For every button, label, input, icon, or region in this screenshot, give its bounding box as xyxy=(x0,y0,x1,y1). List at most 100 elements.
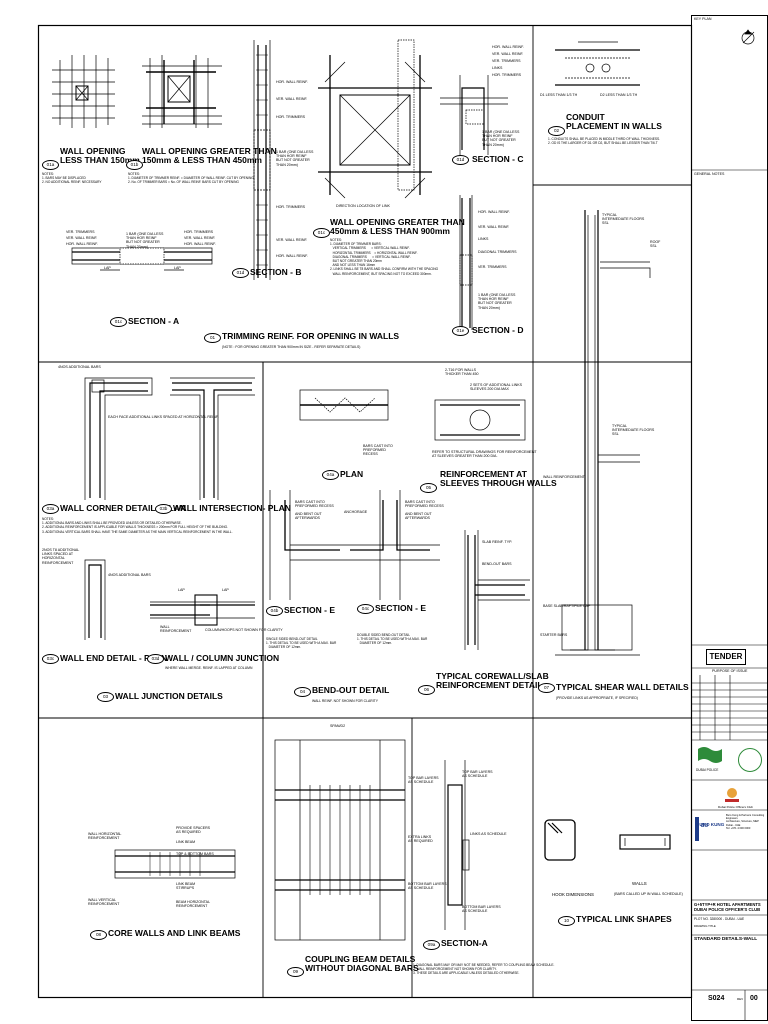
label-cover-note: 1 BAR (ONE DIA LESS THAN HOR REINF BUT N… xyxy=(482,130,520,147)
label-anchorage: ANCHORAGE xyxy=(344,510,368,514)
detail-title-01: TRIMMING REINF. FOR OPENING IN WALLS xyxy=(222,331,400,341)
detail-title-04: BEND-OUT DETAIL xyxy=(312,685,390,695)
client-seal xyxy=(738,748,762,772)
label-sleeve-note: REFER TO STRUCTURAL DRAWINGS FOR REINFOR… xyxy=(432,450,537,459)
detail-bubble-07: 07 xyxy=(538,683,555,693)
detail-bubble-05: 05 xyxy=(420,483,437,493)
label-hor-trimmers-b2: HOR. TRIMMERS xyxy=(276,205,306,209)
detail-bubble-04b: 04b xyxy=(266,606,283,616)
plot-number: PLOT NO. 3280000 - DUBAI - UAE xyxy=(694,917,745,921)
label-walls-note: (BARS CALLED UP IN WALL SCHEDULE) xyxy=(614,892,683,896)
detail-bubble-03d: 03d xyxy=(147,654,164,664)
label-hook-dimensions: HOOK DIMENSIONS xyxy=(552,892,594,897)
label-base-slab: BASE SLAB/RAFT/PILE CAP xyxy=(543,604,591,608)
detail-bubble-section-b: 01d xyxy=(232,268,249,278)
detail-title-07: TYPICAL SHEAR WALL DETAILS xyxy=(556,682,689,692)
svg-text:BU: BU xyxy=(701,823,709,829)
label-hor-trimmers-b: HOR. TRIMMERS xyxy=(276,115,306,119)
label-roof: ROOF SSL xyxy=(650,240,661,249)
detail-title-09a: SECTION-A xyxy=(441,938,488,948)
label-typ-floors2: TYPICAL INTERMEDIATE FLOORS SSL xyxy=(612,424,655,437)
label-hor-reinf-d: HOR. WALL REINF. xyxy=(478,210,510,214)
label-spans: SPAN/D2 xyxy=(330,724,346,728)
detail-bubble-03: 03 xyxy=(97,692,114,702)
detail-title-10: TYPICAL LINK SHAPES xyxy=(576,914,672,924)
detail-title-04c: SECTION - E xyxy=(375,603,427,613)
label-hor-reinf-a2: HOR. WALL REINF. xyxy=(184,242,216,246)
detail-bubble-01c: 01c xyxy=(313,228,330,238)
label-links-d: LINKS xyxy=(478,237,489,241)
drawing-number: S024 xyxy=(708,995,725,1002)
detail-bubble-08: 08 xyxy=(90,930,107,940)
detail-title-03b: WALL INTERSECTION- PLAN xyxy=(173,503,291,513)
label-cover-note-b: 1 BAR (ONE DIA LESS THAN HOR REINF BUT N… xyxy=(276,150,314,167)
label-bottom-bars: BOTTOM BAR LAYERS AS SCHEDULE xyxy=(408,882,447,891)
label-spacers: PROVIDE SPACERS AS REQUIRED xyxy=(176,826,211,835)
label-bottom-bars-a: BOTTOM BAR LAYERS AS SCHEDULE xyxy=(462,905,501,914)
detail-title-03d: WALL / COLUMN JUNCTION xyxy=(165,653,280,663)
label-extra-links: EXTRA LINKS AS REQUIRED xyxy=(408,835,433,844)
label-hor-reinf-b2: HOR. WALL REINF. xyxy=(276,254,308,258)
detail-bubble-section-c: 01d xyxy=(452,155,469,165)
label-slab-reinf: SLAB REINF. TYP. xyxy=(482,540,513,544)
label-wall-reinf-lap: WALL REINFORCEMENT xyxy=(160,625,192,634)
tender-stamp: TENDER xyxy=(706,649,746,665)
label-links-add: 2NOS T8 ADDITIONAL LINKS SPACED AT HORIZ… xyxy=(42,548,80,565)
purpose-label: PURPOSE OF ISSUE xyxy=(712,669,748,673)
detail-bubble-04: 04 xyxy=(294,687,311,697)
junction-notes: NOTES: 1. ADDITIONAL BARS AND LINKS SHAL… xyxy=(42,517,233,534)
drawing-title-label: DRAWING TITLE xyxy=(694,924,716,928)
label-typ-floors: TYPICAL INTERMEDIATE FLOORS SSL xyxy=(602,213,645,226)
label-wall-vertical: WALL VERTICAL REINFORCEMENT xyxy=(88,898,120,907)
client-club: Dubai Police Officers Club xyxy=(718,805,753,809)
client-logo-officers-club xyxy=(722,786,742,804)
detail-title-05: REINFORCEMENT AT SLEEVES THROUGH WALLS xyxy=(440,469,557,488)
detail-notes-04: WALL REINF. NOT SHOWN FOR CLARITY xyxy=(312,699,378,703)
label-beam-horizontal: BEAM HORIZONTAL REINFORCEMENT xyxy=(176,900,211,909)
detail-bubble-09a: 09a xyxy=(423,940,440,950)
label-lap-a2: LAP xyxy=(174,266,181,270)
revision: 00 xyxy=(750,995,758,1002)
label-bent-out-2: AND BENT OUT AFTERWARDS xyxy=(405,512,432,521)
label-ver-reinf-a2: VER. WALL REINF. xyxy=(184,236,216,240)
detail-bubble-section-d: 01e xyxy=(452,326,469,336)
label-ver-reinf-a: VER. WALL REINF. xyxy=(66,236,98,240)
label-bend-out: BARS CAST INTO PREFORMED RECESS xyxy=(363,444,393,457)
label-hor-trimmers-a: HOR. TRIMMERS xyxy=(184,230,214,234)
detail-bubble-03c: 03c xyxy=(42,654,59,664)
label-addl: 4NOS ADDITIONAL BARS xyxy=(108,573,151,577)
general-notes-label: GENERAL NOTES xyxy=(694,172,725,176)
detail-title-section-c: SECTION - C xyxy=(472,154,524,164)
label-bend-out-bars: BEND-OUT BARS xyxy=(482,562,512,566)
detail-title-04b: SECTION - E xyxy=(284,605,336,615)
label-2t16: 2-T16 FOR WALLS THICKER THAN 450 xyxy=(445,368,479,377)
detail-notes-04c: DOUBLE SIDED BEND-OUT DETAIL 1. THIS DET… xyxy=(357,633,428,646)
detail-bubble-02: 02 xyxy=(548,126,565,136)
detail-title-01c: WALL OPENING GREATER THAN 450mm & LESS T… xyxy=(330,217,465,236)
label-lap-d2: LAP xyxy=(222,588,229,592)
detail-title-08: CORE WALLS AND LINK BEAMS xyxy=(108,928,241,938)
detail-notes-03d: WHERE WALL MERGE. REINF. IS LAPPED AT CO… xyxy=(165,666,253,670)
detail-bubble-section-a: 01c xyxy=(110,317,127,327)
detail-title-section-d: SECTION - D xyxy=(472,325,524,335)
detail-bubble-01a: 01a xyxy=(42,160,59,170)
detail-bubble-01: 01 xyxy=(204,333,221,343)
detail-notes-07: (PROVIDE LINKS AS APPROPRIATE, IF SPECIF… xyxy=(556,696,638,700)
label-top-bottom: TOP & BOTTOM BARS xyxy=(176,852,214,856)
label-hor-reinf-a: HOR. WALL REINF. xyxy=(66,242,98,246)
detail-title-09: COUPLING BEAM DETAILS WITHOUT DIAGONAL B… xyxy=(305,954,419,973)
label-hor-reinf: HOR. WALL REINF. xyxy=(492,45,524,49)
detail-notes-01c: NOTES: 1. DIAMETER OF TRIMMER BARS: VERT… xyxy=(330,238,439,276)
detail-bubble-04c: 04c xyxy=(357,604,374,614)
consultant-name: BURO KUNG xyxy=(696,822,725,827)
label-bent-out: AND BENT OUT AFTERWARDS xyxy=(295,512,322,521)
label-links-schedule: LINKS AS SCHEDULE xyxy=(470,832,507,836)
label-2sets: 2 SETS OF ADDITIONAL LINKS SLEEVES 200 D… xyxy=(470,383,522,392)
detail-bubble-10: 10 xyxy=(558,916,575,926)
label-wall-horizontal: WALL HORIZONTAL REINFORCEMENT xyxy=(88,832,122,841)
detail-title-01a: WALL OPENING LESS THAN 150mm xyxy=(60,146,140,165)
client-logo-dubai-police xyxy=(696,745,724,767)
consultant-logo: BU xyxy=(694,815,712,843)
label-ver-reinf: VER. WALL REINF. xyxy=(492,52,524,56)
